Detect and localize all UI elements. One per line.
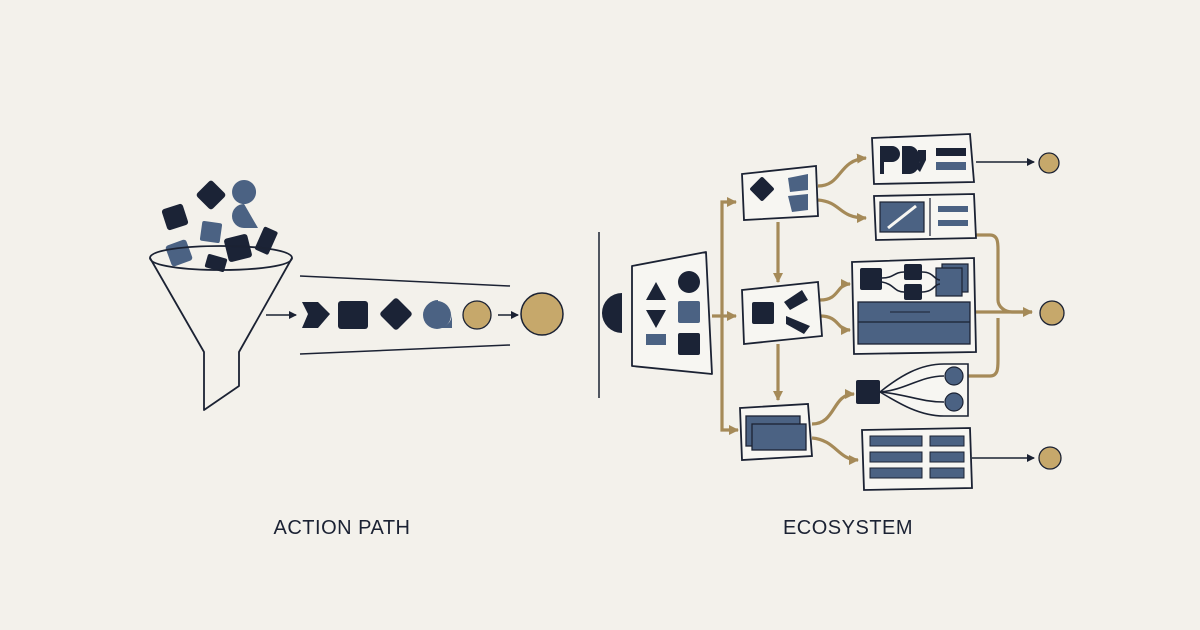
shape-square-icon [199,220,223,244]
circle-icon [423,301,451,329]
shape-diamond-icon [254,226,278,255]
action-path-section [149,180,564,411]
shape-diamond-icon [380,298,412,330]
shape-diamond-icon [196,180,226,210]
sorted-queue-tube [299,275,511,355]
connector-lines [712,153,1033,465]
square-icon [752,302,774,324]
node-a [741,165,819,221]
square-icon [856,380,880,404]
card-1 [871,133,975,185]
shape-square-icon [204,253,228,273]
caption-action-path: ACTION PATH [273,517,411,539]
triangle-icon [646,310,666,328]
scattered-shapes [161,180,278,273]
bar-icon [646,334,666,345]
shape-chevron-icon [302,302,330,328]
node-c [739,403,813,461]
ecosystem-section [601,133,1065,491]
output-circle-icon [1039,300,1065,326]
node-b [741,281,823,345]
output-arrows [972,152,1065,470]
circle-icon [944,366,964,386]
shape-square-icon [224,234,252,262]
circle-icon [462,300,492,330]
funnel-icon [149,245,293,411]
circle-icon [944,392,964,412]
square-icon [678,333,700,355]
card-2 [873,193,977,241]
triangle-icon [646,282,666,300]
diamond-icon [750,177,774,201]
circle-icon [678,271,700,293]
result-circle-icon [520,292,564,336]
hub-node [601,251,713,375]
caption-ecosystem: ECOSYSTEM [782,517,914,539]
shape-square-icon [338,301,368,329]
output-circle-icon [1038,152,1060,174]
card-3 [851,257,977,355]
shape-square-icon [165,239,193,267]
branch-cluster [856,363,969,417]
shape-square-icon [161,203,189,231]
shape-drop-icon [232,180,258,228]
output-circle-icon [1038,446,1062,470]
card-4 [861,427,973,491]
square-icon [678,301,700,323]
